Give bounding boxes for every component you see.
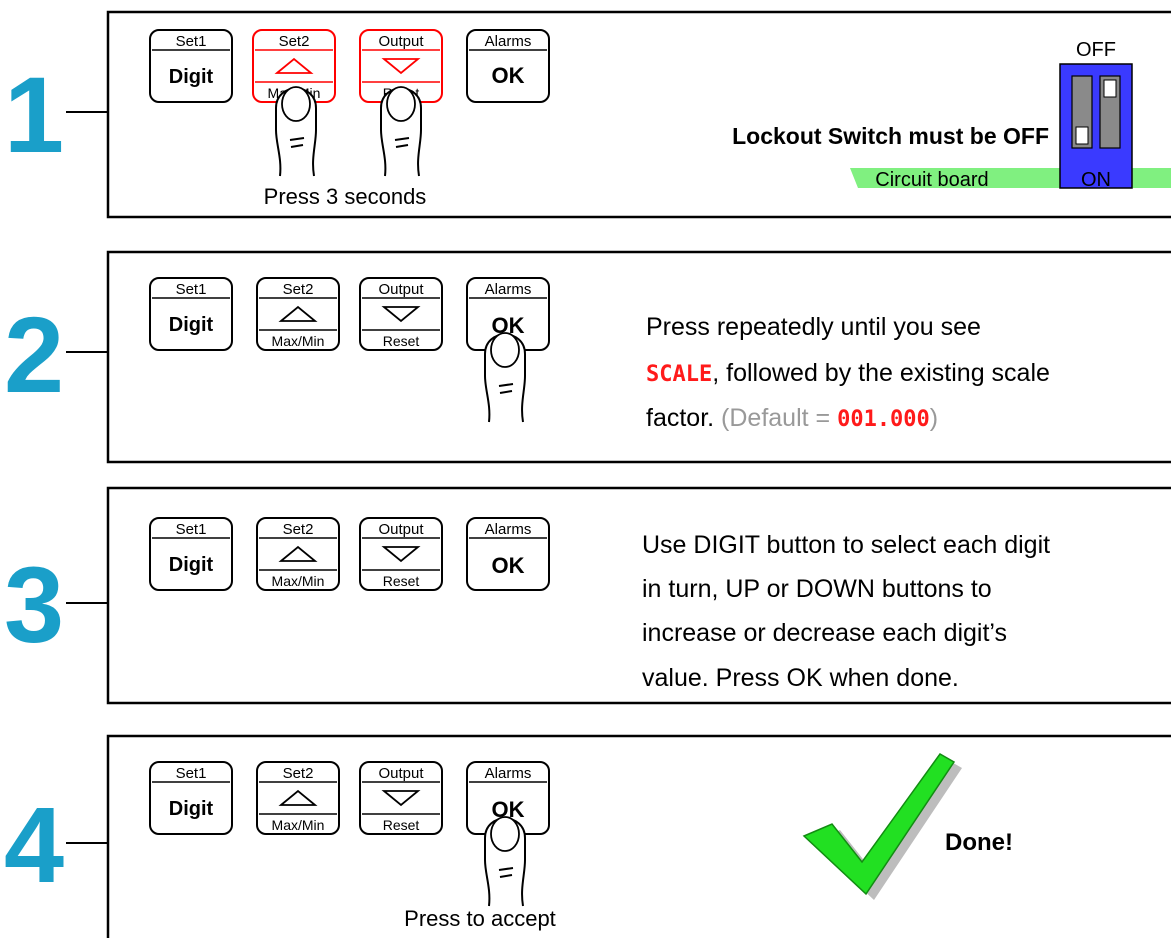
ok-button[interactable]: Alarms OK — [466, 517, 550, 591]
finger-icon — [484, 816, 526, 907]
svg-text:Set1: Set1 — [176, 33, 207, 50]
svg-text:Set2: Set2 — [279, 33, 310, 50]
circuit-board-label: Circuit board — [875, 169, 988, 191]
svg-text:Alarms: Alarms — [485, 33, 532, 50]
finger-icon — [275, 86, 317, 177]
svg-text:Output: Output — [378, 521, 424, 538]
svg-text:Alarms: Alarms — [485, 281, 532, 298]
display-scale-readout: SCALE — [646, 362, 712, 387]
svg-text:Digit: Digit — [169, 798, 214, 820]
svg-text:Max/Min: Max/Min — [272, 333, 325, 349]
finger-icon — [380, 86, 422, 177]
done-label: Done! — [945, 829, 1013, 856]
ok-button[interactable]: Alarms OK — [466, 761, 550, 835]
step-3-line: Use DIGIT button to select each digit — [642, 531, 1050, 559]
reset-down-button[interactable]: Output Reset — [359, 517, 443, 591]
step-2-number: 2 — [4, 294, 64, 415]
step-2-line3: factor. — [646, 404, 714, 432]
svg-text:Digit: Digit — [169, 314, 214, 336]
max-min-up-button[interactable]: Set2 Max/Min — [256, 761, 340, 835]
step-4-number: 4 — [4, 784, 64, 905]
svg-text:Digit: Digit — [169, 554, 214, 576]
svg-text:Max/Min: Max/Min — [272, 573, 325, 589]
switch-on-label: ON — [1081, 169, 1111, 191]
step-2-panel: 2 Set1 Digit Set2 Max/Min Output Reset A… — [4, 250, 1171, 464]
svg-text:Output: Output — [378, 281, 424, 298]
default-prefix: (Default = — [721, 404, 837, 432]
step-4-panel: 4 Set1 Digit Set2 Max/Min Output Reset A… — [4, 734, 1171, 938]
digit-button[interactable]: Set1 Digit — [149, 29, 233, 103]
svg-text:SCALE, followed by the existin: SCALE, followed by the existing scale — [646, 359, 1050, 387]
lockout-switch-icon: OFF ON Circuit board — [850, 39, 1171, 191]
svg-text:Alarms: Alarms — [485, 521, 532, 538]
svg-text:factor. (Default = 001.0: factor. (Default = 001.000) — [646, 404, 938, 432]
ok-button[interactable]: Alarms OK — [466, 29, 550, 103]
svg-text:Set1: Set1 — [176, 281, 207, 298]
svg-text:Reset: Reset — [383, 573, 420, 589]
svg-text:Set2: Set2 — [283, 765, 314, 782]
svg-text:Output: Output — [378, 33, 424, 50]
reset-down-button[interactable]: Output Reset — [359, 277, 443, 351]
svg-text:OK: OK — [492, 63, 525, 88]
svg-text:Set2: Set2 — [283, 281, 314, 298]
default-suffix: ) — [930, 404, 938, 432]
digit-button[interactable]: Set1 Digit — [149, 517, 233, 591]
svg-text:Set1: Set1 — [176, 765, 207, 782]
max-min-up-button[interactable]: Set2 Max/Min — [256, 517, 340, 591]
step-4-caption: Press to accept — [404, 906, 556, 931]
svg-text:Set1: Set1 — [176, 521, 207, 538]
step-3-line: value. Press OK when done. — [642, 664, 959, 692]
step-1-caption: Press 3 seconds — [264, 184, 427, 209]
step-3-number: 3 — [4, 544, 64, 665]
svg-text:OK: OK — [492, 553, 525, 578]
switch-off-label: OFF — [1076, 39, 1116, 61]
default-value-readout: 001.000 — [837, 407, 930, 432]
finger-icon — [484, 332, 526, 423]
max-min-up-button[interactable]: Set2 Max/Min — [256, 277, 340, 351]
step-2-line1: Press repeatedly until you see — [646, 313, 981, 341]
svg-text:Output: Output — [378, 765, 424, 782]
digit-button[interactable]: Set1 Digit — [149, 761, 233, 835]
step-3-line: in turn, UP or DOWN buttons to — [642, 575, 992, 603]
lockout-text: Lockout Switch must be OFF — [732, 123, 1049, 149]
svg-text:Set2: Set2 — [283, 521, 314, 538]
step-3-panel: 3 Set1 Digit Set2 Max/Min Output Reset A… — [4, 486, 1171, 705]
svg-text:Reset: Reset — [383, 817, 420, 833]
svg-text:Reset: Reset — [383, 333, 420, 349]
step-1-panel: 1 Set1 Digit Set2 Max/Min Output Reset A… — [4, 10, 1171, 219]
reset-down-button[interactable]: Output Reset — [359, 761, 443, 835]
svg-text:Digit: Digit — [169, 66, 214, 88]
svg-text:Max/Min: Max/Min — [272, 817, 325, 833]
step-1-number: 1 — [4, 54, 64, 175]
step-2-line2: , followed by the existing scale — [712, 359, 1050, 387]
svg-text:Alarms: Alarms — [485, 765, 532, 782]
step-3-line: increase or decrease each digit’s — [642, 619, 1007, 647]
checkmark-icon — [802, 753, 962, 900]
digit-button[interactable]: Set1 Digit — [149, 277, 233, 351]
